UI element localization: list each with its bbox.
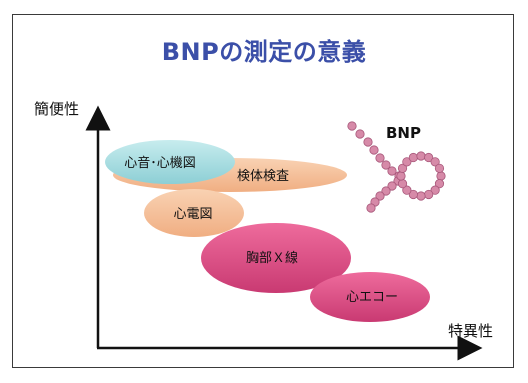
molecule-bead xyxy=(416,151,426,161)
molecule-bead xyxy=(397,163,408,173)
molecule-bead xyxy=(424,152,434,163)
slide-title: BNPの測定の意義 xyxy=(161,38,367,66)
molecule-bead xyxy=(381,160,391,170)
method-label: 心音･心機図 xyxy=(124,155,196,171)
bnp-molecule-icon xyxy=(347,121,446,213)
molecule-bead xyxy=(408,189,418,200)
method-label: 心エコー xyxy=(346,290,398,305)
method-label: 胸部Ｘ線 xyxy=(246,250,298,266)
method-label: 検体検査 xyxy=(237,169,289,184)
molecule-bead xyxy=(434,163,445,173)
method-shin-echo xyxy=(310,272,430,322)
x-axis-label: 特異性 xyxy=(448,322,494,340)
molecule-bead xyxy=(387,181,397,191)
method-shinon-shinkizu xyxy=(105,140,235,184)
molecule-bead xyxy=(408,152,418,163)
method-label: 心電図 xyxy=(173,207,212,222)
molecule-bead xyxy=(387,166,397,176)
molecule-bead xyxy=(396,171,406,181)
molecule-bead xyxy=(430,185,440,195)
molecule-bead xyxy=(416,191,426,201)
molecule-bead xyxy=(355,129,365,139)
molecule-bead xyxy=(369,145,379,155)
molecule-bead xyxy=(430,157,440,167)
molecule-bead xyxy=(424,189,434,200)
y-axis-label: 簡便性 xyxy=(34,100,80,118)
molecule-bead xyxy=(402,157,412,167)
molecule-bead xyxy=(436,171,446,181)
molecule-bead xyxy=(347,121,357,131)
method-shindenzu xyxy=(144,189,244,237)
molecule-bead xyxy=(434,179,445,189)
molecule-bead xyxy=(375,191,385,201)
molecule-bead xyxy=(366,203,376,213)
molecule-bead xyxy=(363,137,373,147)
molecule-bead xyxy=(397,179,408,189)
method-kyobu-xsen xyxy=(201,223,351,293)
molecule-bead xyxy=(375,153,385,163)
molecule-bead xyxy=(402,185,412,195)
bnp-label: BNP xyxy=(386,124,421,142)
molecule-bead xyxy=(381,186,391,196)
